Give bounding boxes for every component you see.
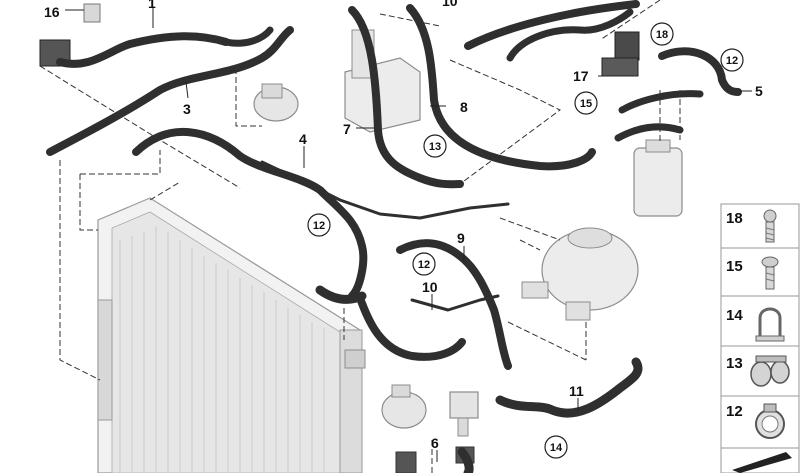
circled-ref-12-right: 12 — [720, 48, 744, 72]
expansion-tank-box — [344, 29, 421, 133]
circled-ref-12-left-label: 12 — [313, 220, 325, 232]
electric-water-pump-bottom — [381, 384, 427, 473]
legend-item-13: 13 — [720, 345, 800, 397]
callout-6: 6 — [431, 435, 439, 451]
circled-ref-15: 15 — [574, 91, 598, 115]
wedge-icon — [732, 452, 792, 473]
circled-ref-13-label: 13 — [429, 141, 441, 153]
solenoid-valve — [601, 31, 640, 77]
electric-water-pump-top — [253, 83, 299, 122]
legend-item-12: 12 — [720, 395, 800, 449]
bolt-icon — [763, 209, 777, 243]
legend-item-15: 15 — [720, 247, 800, 297]
small-reservoir — [633, 139, 683, 217]
callout-1: 1 — [148, 0, 156, 11]
legend-item-14-label: 14 — [726, 307, 743, 324]
circled-ref-12-center: 12 — [412, 252, 436, 276]
legend-item-13-label: 13 — [726, 355, 743, 372]
legend-item-15-label: 15 — [726, 258, 743, 275]
callout-16: 16 — [44, 4, 60, 20]
callout-11: 11 — [569, 383, 584, 399]
radiator — [97, 197, 366, 473]
parts-legend: 18 15 14 — [720, 203, 800, 473]
circled-ref-14: 14 — [544, 435, 568, 459]
circled-ref-15-label: 15 — [580, 98, 592, 110]
leader-lines — [65, 8, 752, 462]
callout-7: 7 — [343, 121, 351, 137]
callout-8: 8 — [460, 99, 468, 115]
circled-ref-14-label: 14 — [550, 442, 563, 454]
legend-item-wedge — [720, 447, 800, 473]
legend-item-18-label: 18 — [726, 210, 743, 227]
circled-ref-12-center-label: 12 — [418, 259, 430, 271]
sensor-part-16 — [39, 3, 101, 67]
hose-clamp-icon — [755, 403, 785, 439]
callout-5: 5 — [755, 83, 763, 99]
assembly-lines — [39, 0, 681, 473]
callout-numbers: 16 1 3 4 7 8 10 17 5 9 10 11 6 — [44, 0, 763, 451]
callout-9: 9 — [457, 230, 465, 246]
circled-ref-13: 13 — [423, 134, 447, 158]
callout-3: 3 — [183, 101, 191, 117]
callout-17: 17 — [573, 68, 589, 84]
clip-icon — [755, 307, 785, 342]
circled-references: 18 12 15 13 12 12 14 — [307, 22, 744, 459]
callout-4: 4 — [299, 131, 307, 147]
circled-ref-12-right-label: 12 — [726, 55, 738, 67]
legend-item-12-label: 12 — [726, 403, 743, 420]
expansion-tank-round — [521, 227, 639, 321]
legend-item-18: 18 — [720, 203, 800, 249]
circled-ref-18: 18 — [650, 22, 674, 46]
callout-10-top: 10 — [442, 0, 458, 9]
circled-ref-12-left: 12 — [307, 213, 331, 237]
double-clamp-icon — [750, 355, 790, 387]
callout-10: 10 — [422, 279, 438, 295]
circled-ref-18-label: 18 — [656, 29, 668, 41]
coolant-hoses — [46, 0, 742, 473]
legend-item-14: 14 — [720, 295, 800, 347]
screw-icon — [761, 256, 779, 290]
